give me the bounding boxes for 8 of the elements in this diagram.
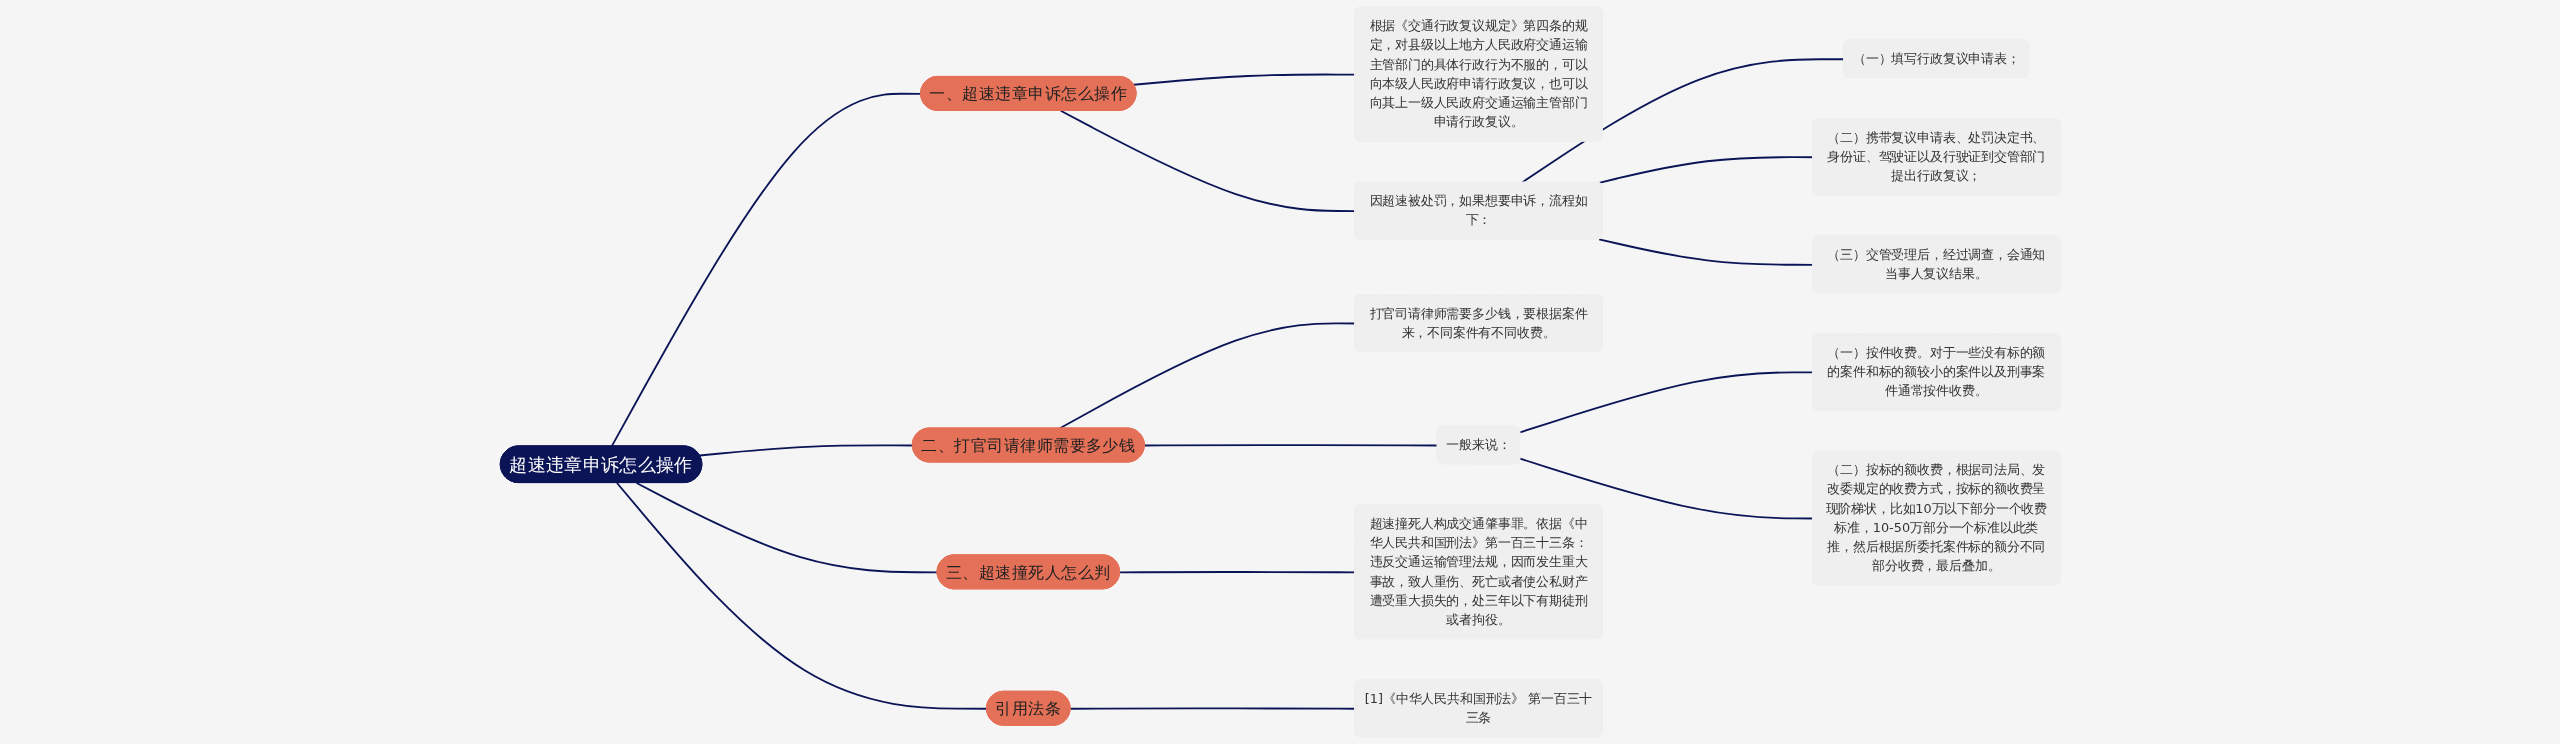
connector xyxy=(1598,156,1814,184)
connector xyxy=(635,482,939,574)
connector xyxy=(615,482,988,710)
connector xyxy=(698,444,914,457)
connector xyxy=(1519,371,1814,434)
connector xyxy=(1598,238,1814,266)
connector xyxy=(1143,444,1439,447)
connector xyxy=(1519,457,1814,520)
